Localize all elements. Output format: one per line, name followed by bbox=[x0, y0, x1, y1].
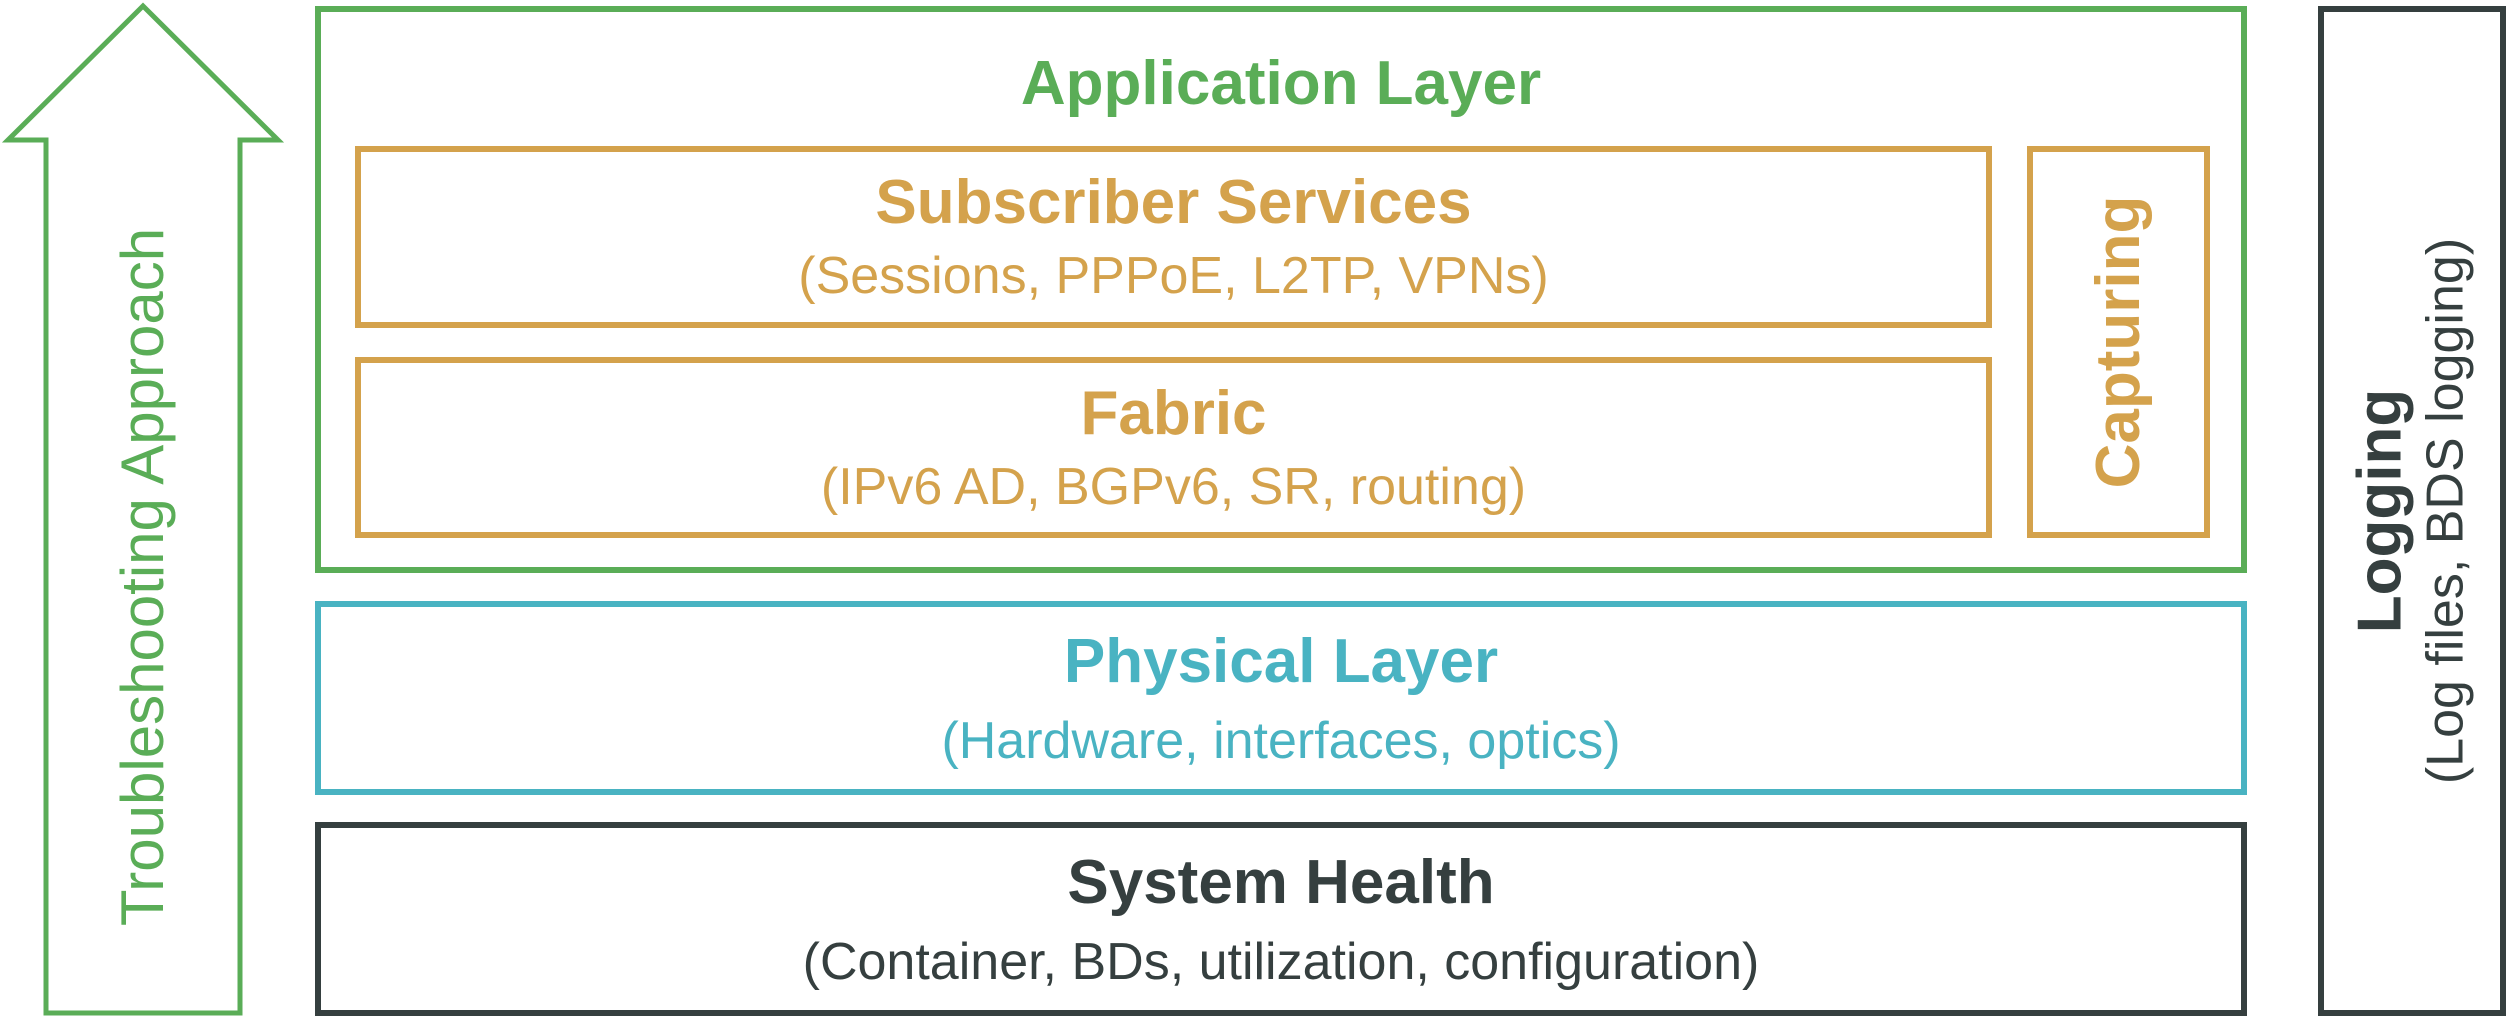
approach-label-container: Troubleshooting Approach bbox=[46, 140, 240, 1013]
application-layer-box: Application Layer bbox=[315, 6, 2247, 573]
capturing-box: Capturing bbox=[2027, 146, 2210, 538]
logging-box: Logging (Log files, BDS logging) bbox=[2318, 6, 2506, 1016]
logging-label-group: Logging (Log files, BDS logging) bbox=[2345, 237, 2478, 785]
subscriber-services-title: Subscriber Services bbox=[875, 168, 1472, 237]
system-health-detail: (Container, BDs, utilization, configurat… bbox=[802, 933, 1760, 991]
physical-layer-title: Physical Layer bbox=[1063, 627, 1499, 696]
fabric-detail: (IPv6 AD, BGPv6, SR, routing) bbox=[820, 458, 1527, 516]
system-health-box: System Health (Container, BDs, utilizati… bbox=[315, 822, 2247, 1016]
logging-title: Logging bbox=[2345, 388, 2415, 634]
system-health-title: System Health bbox=[1067, 848, 1495, 917]
logging-detail: (Log files, BDS logging) bbox=[2416, 237, 2475, 785]
approach-label: Troubleshooting Approach bbox=[109, 227, 176, 926]
subscriber-services-detail: (Sessions, PPPoE, L2TP, VPNs) bbox=[798, 247, 1549, 305]
fabric-box: Fabric (IPv6 AD, BGPv6, SR, routing) bbox=[355, 357, 1992, 538]
up-arrow-icon bbox=[1, 2, 285, 1016]
physical-layer-box: Physical Layer (Hardware, interfaces, op… bbox=[315, 601, 2247, 795]
subscriber-services-box: Subscriber Services (Sessions, PPPoE, L2… bbox=[355, 146, 1992, 328]
fabric-title: Fabric bbox=[1080, 379, 1267, 448]
capturing-title: Capturing bbox=[2083, 195, 2153, 489]
physical-layer-detail: (Hardware, interfaces, optics) bbox=[941, 712, 1621, 770]
application-layer-title: Application Layer bbox=[1020, 49, 1542, 118]
